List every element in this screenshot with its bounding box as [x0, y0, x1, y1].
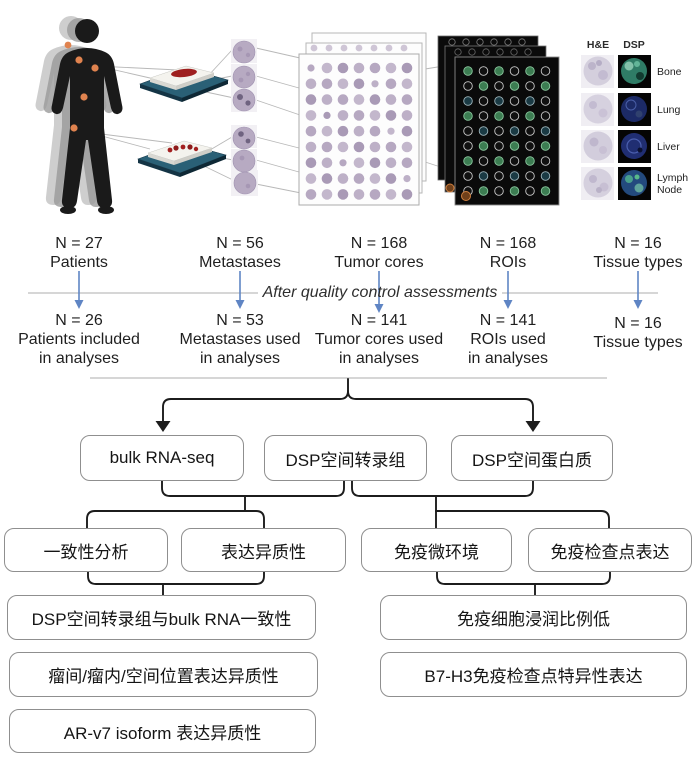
assay-box-dsp-transcriptome: DSP空间转录组 [264, 435, 427, 481]
count-after-n: N = 53 [216, 312, 264, 329]
count-after-label: Metastases used [179, 331, 301, 348]
count-after-label: Tumor cores used [314, 331, 444, 348]
count-after-label2: in analyses [199, 350, 281, 367]
patient-body-silhouette [35, 16, 123, 214]
count-after-label2: in analyses [467, 350, 549, 367]
analysis-box-concordance: 一致性分析 [4, 528, 168, 572]
count-before-label: Metastases [199, 254, 281, 271]
count-before-label: Tumor cores [334, 254, 424, 271]
metastasis-site-dots [64, 41, 99, 132]
finding-box-arv7-heterogeneity: AR-v7 isoform 表达异质性 [9, 709, 316, 753]
analysis-box-immune-env: 免疫微环境 [361, 528, 512, 572]
count-after-n: N = 141 [479, 312, 537, 329]
cohort-after-metastases: N = 53 Metastases used in analyses [155, 311, 325, 368]
analysis-box-checkpoint-expr: 免疫检查点表达 [528, 528, 692, 572]
tissue-label-lymph-node: Lymph [657, 172, 688, 184]
cohort-after-patients: N = 26 Patients included in analyses [0, 311, 164, 368]
finding-box-low-immune-infiltration: 免疫细胞浸润比例低 [380, 595, 687, 640]
count-before-n: N = 16 [614, 235, 662, 252]
cohort-after-tumor-cores: N = 141 Tumor cores used in analyses [294, 311, 464, 368]
flow-arrowheads [155, 421, 541, 432]
dsp-scan-panels [437, 35, 560, 206]
tissue-core-samples [231, 39, 258, 196]
count-after-label2: in analyses [338, 350, 420, 367]
tissue-label-liver: Liver [657, 141, 680, 153]
qc-note: After quality control assessments [262, 284, 498, 301]
cohort-column-tumor-cores: N = 168 Tumor cores [294, 234, 464, 272]
tissue-type-panel: H&E DSP [581, 39, 688, 200]
count-after-label: Tissue types [593, 334, 683, 351]
count-before-label: Patients [50, 254, 108, 271]
tissue-microarray-sheets [298, 32, 427, 206]
assay-box-dsp-protein: DSP空间蛋白质 [451, 435, 613, 481]
count-before-n: N = 56 [216, 235, 264, 252]
count-before-label: ROIs [489, 254, 527, 271]
count-after-n: N = 141 [350, 312, 408, 329]
hne-column-header: H&E [587, 39, 609, 51]
assay-box-bulk-rna-seq: bulk RNA-seq [80, 435, 244, 481]
cohort-column-metastases: N = 56 Metastases [155, 234, 325, 272]
finding-box-dsp-bulk-concordance: DSP空间转录组与bulk RNA一致性 [7, 595, 316, 640]
finding-box-spatial-heterogeneity: 瘤间/瘤内/空间位置表达异质性 [9, 652, 318, 697]
tissue-label-bone: Bone [657, 66, 682, 78]
cohort-column-patients: N = 27 Patients [0, 234, 164, 272]
count-before-label: Tissue types [593, 254, 683, 271]
count-before-n: N = 168 [479, 235, 537, 252]
count-before-n: N = 27 [55, 235, 103, 252]
tissue-slide-icon [139, 65, 229, 102]
dsp-column-header: DSP [623, 39, 645, 51]
cohort-column-rois: N = 168 ROIs [423, 234, 593, 272]
tissue-label-lymph-node-line2: Node [657, 184, 682, 196]
count-before-n: N = 168 [350, 235, 408, 252]
count-after-n: N = 26 [55, 312, 103, 329]
tissue-slide-icon [137, 140, 227, 177]
count-after-label2: in analyses [38, 350, 120, 367]
count-after-n: N = 16 [614, 315, 662, 332]
cohort-column-tissue-types: N = 16 Tissue types [553, 234, 697, 272]
count-after-label: ROIs used [470, 331, 546, 348]
cohort-after-rois: N = 141 ROIs used in analyses [423, 311, 593, 368]
analysis-box-heterogeneity: 表达异质性 [181, 528, 346, 572]
count-after-label: Patients included [18, 331, 140, 348]
tissue-label-lung: Lung [657, 104, 681, 116]
finding-box-b7h3-expression: B7-H3免疫检查点特异性表达 [380, 652, 687, 697]
cohort-after-tissue-types: N = 16 Tissue types [553, 314, 697, 352]
specimen-workflow-illustration: H&E DSP [35, 16, 688, 214]
